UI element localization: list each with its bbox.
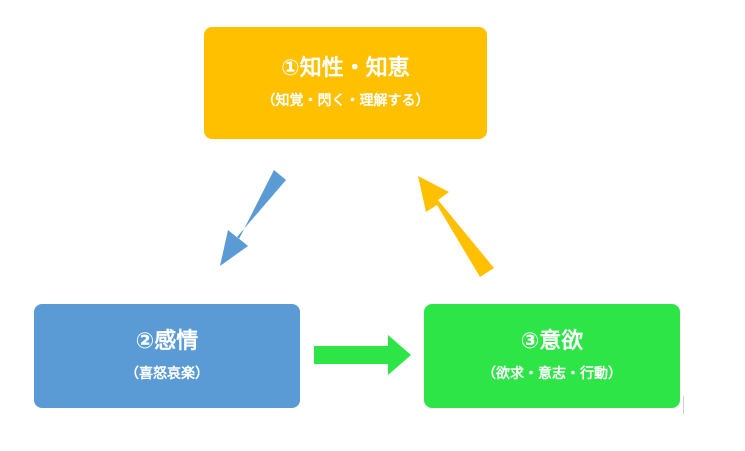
will-subtitle: （欲求・意志・行動） xyxy=(482,365,622,382)
will-box: ③意欲 （欲求・意志・行動） xyxy=(424,304,680,408)
intellect-box: ①知性・知恵 （知覚・閃く・理解する） xyxy=(204,27,487,139)
will-title: ③意欲 xyxy=(520,329,584,355)
intellect-subtitle: （知覚・閃く・理解する） xyxy=(261,92,430,109)
arrow-will-to-intellect xyxy=(418,176,494,277)
emotion-subtitle: （喜怒哀楽） xyxy=(125,365,209,382)
intellect-title: ①知性・知恵 xyxy=(281,56,410,82)
arrow-intellect-to-emotion xyxy=(220,170,286,266)
edge-divider xyxy=(683,396,684,414)
emotion-box: ②感情 （喜怒哀楽） xyxy=(34,304,300,408)
arrow-emotion-to-will xyxy=(314,335,411,375)
emotion-title: ②感情 xyxy=(135,329,199,355)
